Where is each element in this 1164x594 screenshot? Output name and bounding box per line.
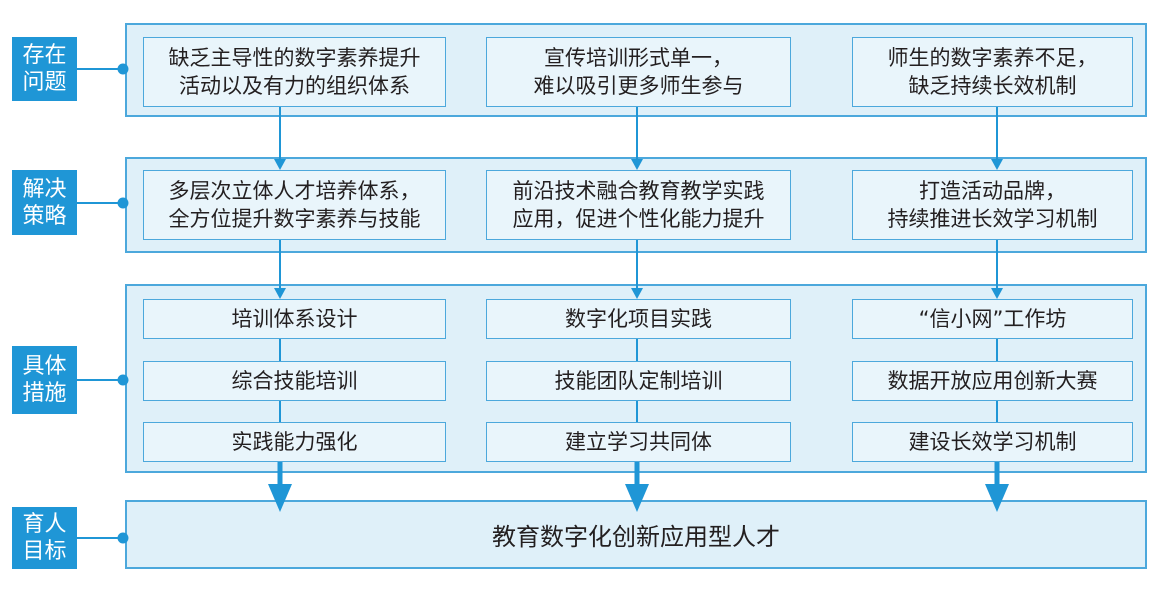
measure-box-3-3: 建设长效学习机制 [852,422,1133,462]
strategy-box-3-line-1: 打造活动品牌， [919,179,1066,203]
strategy-box-1-line-1: 多层次立体人才培养体系， [168,179,421,203]
problem-box-1: 缺乏主导性的数字素养提升 活动以及有力的组织体系 [143,37,446,107]
problem-box-1-line-2: 活动以及有力的组织体系 [179,74,410,98]
strategy-box-1-line-2: 全方位提升数字素养与技能 [168,207,421,231]
label-goal-line-2: 目标 [22,539,67,564]
measure-box-2-2: 技能团队定制培训 [486,361,791,401]
panel-goal: 教育数字化创新应用型人才 [125,500,1147,569]
problem-box-3: 师生的数字素养不足， 缺乏持续长效机制 [852,37,1133,107]
panel-strategies: 多层次立体人才培养体系， 全方位提升数字素养与技能 前沿技术融合教育教学实践 应… [125,157,1147,253]
label-problems-line-1: 存在 [22,43,67,68]
label-measures-line-2: 措施 [22,381,67,406]
measure-box-1-1: 培训体系设计 [143,299,446,339]
label-problems: 存在 问题 [12,37,77,101]
strategy-box-1: 多层次立体人才培养体系， 全方位提升数字素养与技能 [143,170,446,240]
strategy-box-3-line-2: 持续推进长效学习机制 [887,207,1098,231]
goal-text: 教育数字化创新应用型人才 [492,523,780,551]
panel-measures: 培训体系设计 综合技能培训 实践能力强化 数字化项目实践 技能团队定制培训 建立… [125,284,1147,473]
strategy-box-2: 前沿技术融合教育教学实践 应用，促进个性化能力提升 [486,170,791,240]
measure-box-1-3: 实践能力强化 [143,422,446,462]
measure-box-3-2: 数据开放应用创新大赛 [852,361,1133,401]
label-goal-line-1: 育人 [22,512,67,537]
problem-box-3-line-1: 师生的数字素养不足， [887,46,1098,70]
measure-box-2-3: 建立学习共同体 [486,422,791,462]
measure-box-3-1: “信小网”工作坊 [852,299,1133,339]
problem-box-2-line-2: 难以吸引更多师生参与 [533,74,744,98]
strategy-box-2-line-1: 前沿技术融合教育教学实践 [512,179,765,203]
problem-box-3-line-2: 缺乏持续长效机制 [908,74,1077,98]
label-measures: 具体 措施 [12,346,77,414]
measure-box-1-2: 综合技能培训 [143,361,446,401]
label-strategies-line-2: 策略 [22,203,67,229]
label-problems-line-2: 问题 [22,70,67,95]
strategy-box-3: 打造活动品牌， 持续推进长效学习机制 [852,170,1133,240]
problem-box-2-line-1: 宣传培训形式单一， [544,46,733,70]
label-goal: 育人 目标 [12,507,77,569]
strategy-box-2-line-2: 应用，促进个性化能力提升 [512,207,765,231]
label-strategies-line-1: 解决 [22,176,67,202]
panel-problems: 缺乏主导性的数字素养提升 活动以及有力的组织体系 宣传培训形式单一， 难以吸引更… [125,23,1147,117]
measure-box-2-1: 数字化项目实践 [486,299,791,339]
problem-box-2: 宣传培训形式单一， 难以吸引更多师生参与 [486,37,791,107]
problem-box-1-line-1: 缺乏主导性的数字素养提升 [168,46,421,70]
label-measures-line-1: 具体 [22,354,67,379]
label-strategies: 解决 策略 [12,170,77,235]
